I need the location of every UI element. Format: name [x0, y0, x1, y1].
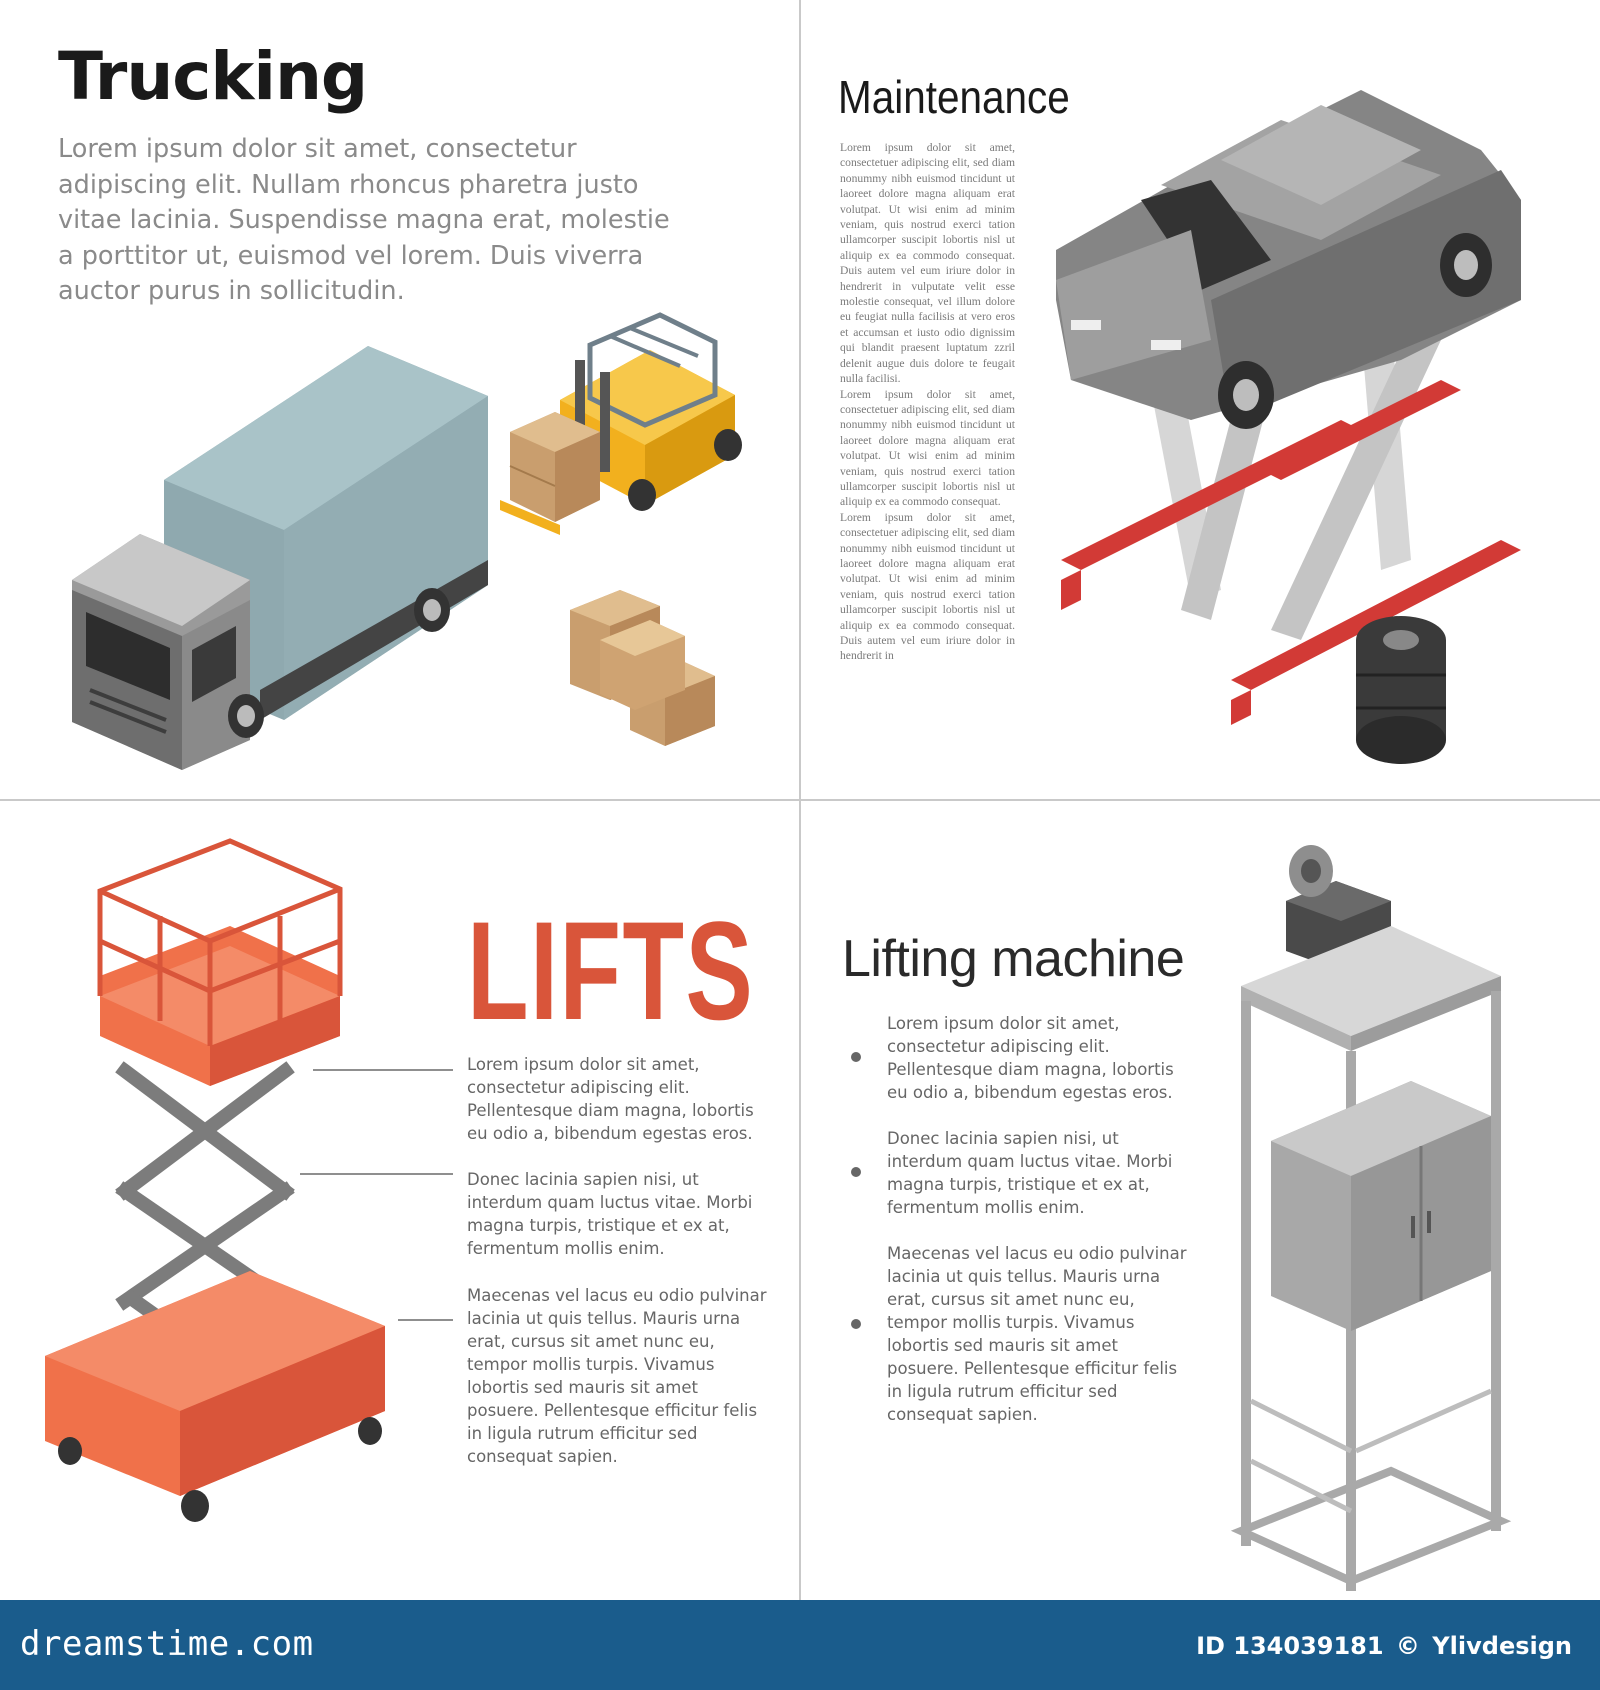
bullet-icon [851, 1319, 861, 1329]
trucking-illustration [72, 312, 742, 770]
lifting-machine-paragraph: Lorem ipsum dolor sit amet, consectetur … [887, 1014, 1174, 1102]
lifting-machine-illustration [1230, 845, 1512, 1591]
trucking-panel: Trucking Lorem ipsum dolor sit amet, con… [0, 0, 799, 799]
lifts-paragraph: Donec lacinia sapien nisi, ut interdum q… [467, 1170, 753, 1258]
scissor-lift-icon [45, 838, 385, 1522]
author-name[interactable]: Ylivdesign [1432, 1632, 1572, 1660]
boxes-icon [570, 590, 715, 746]
lifts-paragraph: Maecenas vel lacus eu odio pulvinar laci… [467, 1286, 767, 1466]
tires-icon [1356, 616, 1446, 764]
elevator-shaft-icon [1230, 845, 1512, 1591]
truck-icon [72, 346, 488, 770]
maintenance-paragraph: Lorem ipsum dolor sit amet, consectetuer… [840, 510, 1015, 663]
forklift-icon [500, 312, 742, 535]
copyright-icon: © [1395, 1632, 1420, 1660]
callout-line [398, 1319, 453, 1321]
horizontal-divider [0, 799, 1600, 801]
maintenance-panel: Maintenance Lorem ipsum dolor sit amet, … [801, 0, 1600, 799]
trucking-title: Trucking [58, 38, 368, 115]
lifting-machine-paragraph: Maecenas vel lacus eu odio pulvinar laci… [887, 1244, 1187, 1424]
footer-bar: dreamstime.com ID 134039181 © Ylivdesign [0, 1600, 1600, 1690]
lifts-illustration [45, 838, 385, 1522]
maintenance-illustration [1056, 90, 1521, 764]
bullet-icon [851, 1052, 861, 1062]
lifts-panel: LIFTS Lorem ipsum dolor sit amet, consec… [0, 801, 799, 1600]
bullet-icon [851, 1167, 861, 1177]
brand-logo[interactable]: dreamstime.com [20, 1624, 314, 1664]
image-id: ID 134039181 [1196, 1632, 1384, 1660]
callout-line [313, 1069, 453, 1071]
callout-line [300, 1173, 453, 1175]
lifting-machine-title: Lifting machine [842, 930, 1185, 988]
maintenance-paragraph: Lorem ipsum dolor sit amet, consectetuer… [840, 387, 1015, 509]
lifts-paragraph: Lorem ipsum dolor sit amet, consectetur … [467, 1055, 754, 1143]
car-on-lift-icon [1056, 90, 1521, 725]
lifting-machine-panel: Lifting machine Lorem ipsum dolor sit am… [801, 801, 1600, 1600]
lifting-machine-paragraph: Donec lacinia sapien nisi, ut interdum q… [887, 1129, 1173, 1217]
lifts-title: LIFTS [467, 892, 755, 1049]
maintenance-paragraph: Lorem ipsum dolor sit amet, consectetuer… [840, 141, 1015, 386]
maintenance-title: Maintenance [838, 71, 1070, 123]
maintenance-text-column: Lorem ipsum dolor sit amet, consectetuer… [840, 140, 1015, 664]
image-credit: ID 134039181 © Ylivdesign [1192, 1632, 1572, 1660]
trucking-body: Lorem ipsum dolor sit amet, consectetur … [58, 134, 670, 306]
